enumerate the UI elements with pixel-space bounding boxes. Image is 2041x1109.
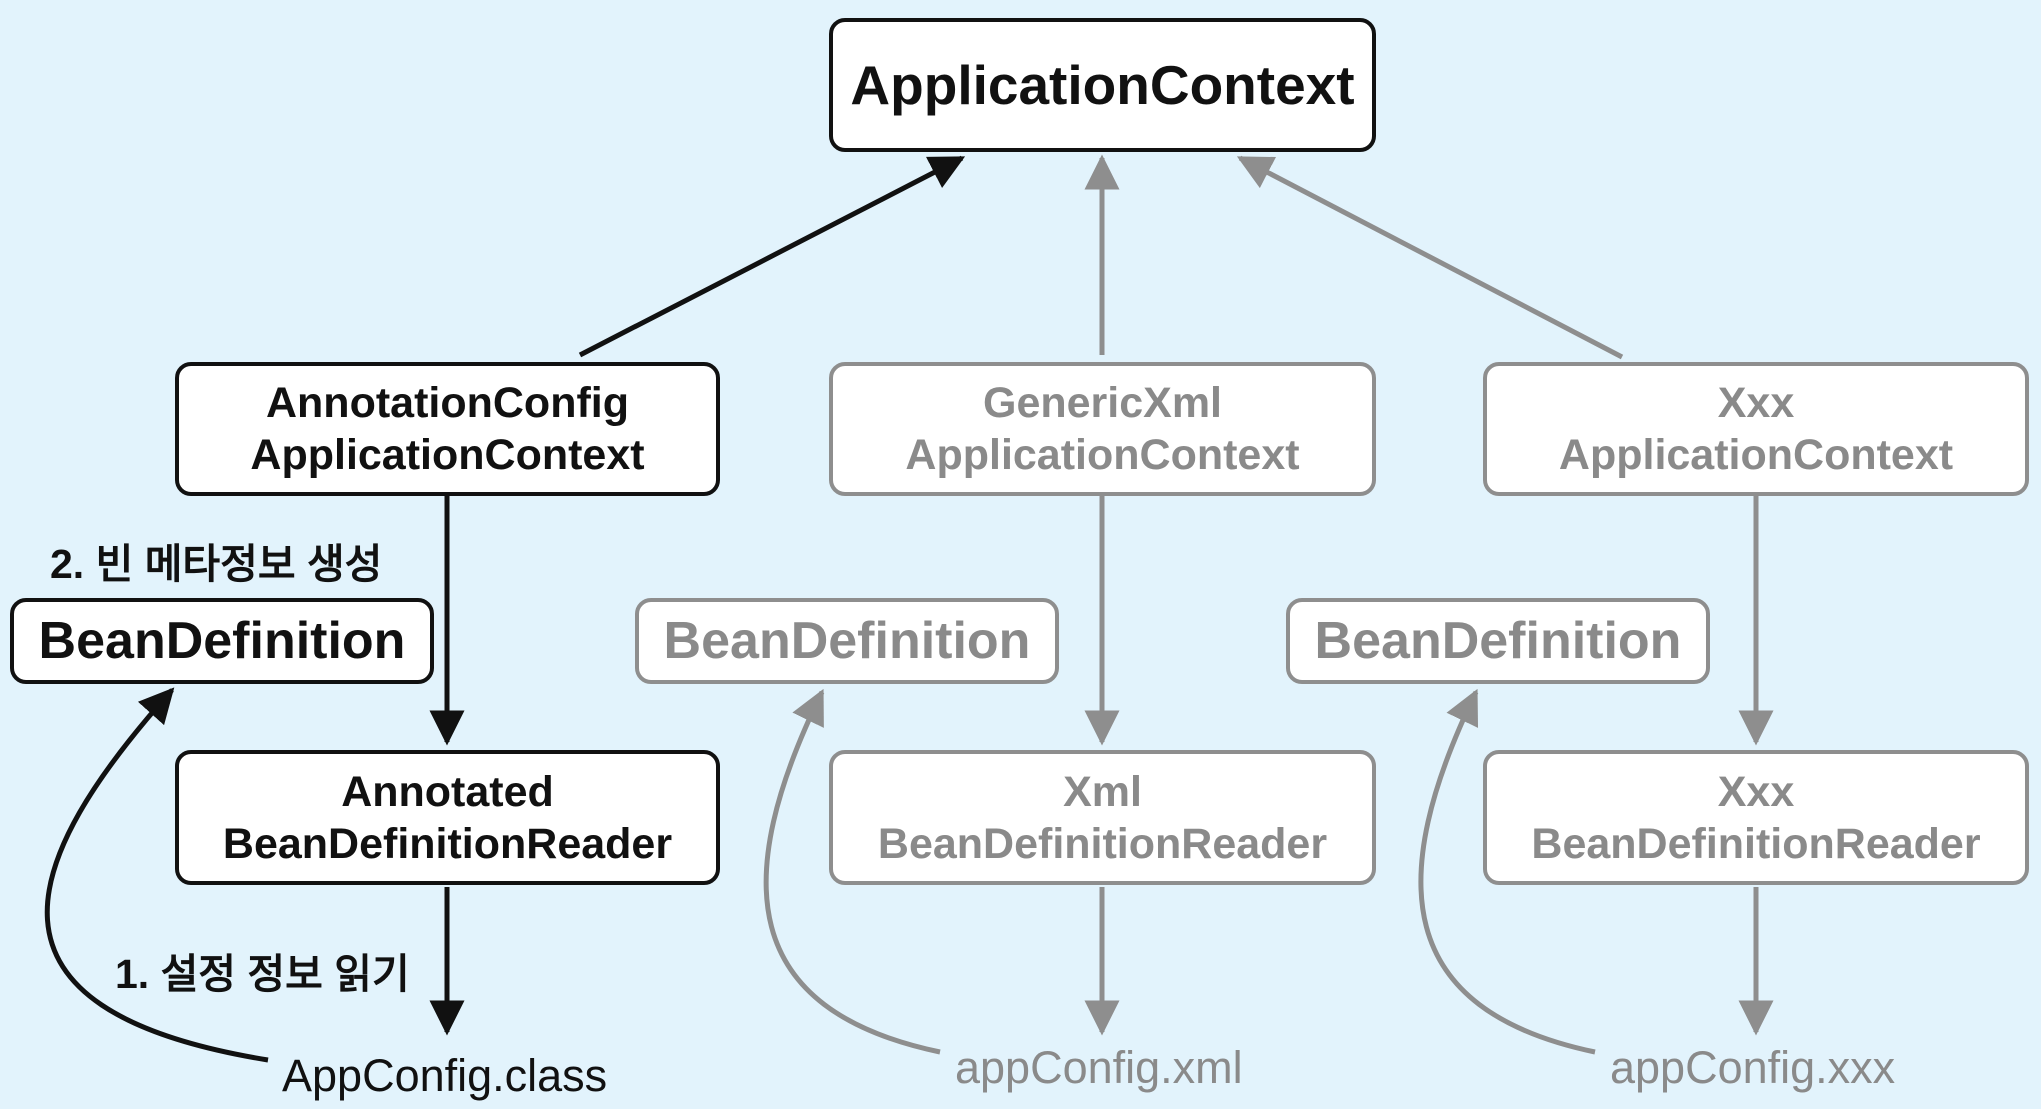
step2-label: 2. 빈 메타정보 생성 bbox=[50, 541, 383, 587]
context-line1: GenericXml bbox=[983, 379, 1222, 427]
bean-definition-box: BeanDefinition bbox=[10, 598, 434, 684]
arrow-xxx-context-to-app-context bbox=[1236, 155, 1624, 360]
config-file-xxx: appConfig.xxx bbox=[1610, 1042, 1896, 1093]
reader-line2: BeanDefinitionReader bbox=[877, 819, 1328, 868]
reader-line2: BeanDefinitionReader bbox=[1531, 819, 1981, 868]
bean-definition-label: BeanDefinition bbox=[38, 612, 406, 670]
xxx-context-box: Xxx ApplicationContext bbox=[1483, 362, 2029, 496]
reader-line1: Annotated bbox=[341, 767, 554, 816]
arrow-config-class-to-bean-definition bbox=[44, 687, 269, 1063]
bean-definition-label: BeanDefinition bbox=[1314, 612, 1682, 670]
context-line2: ApplicationContext bbox=[250, 431, 645, 479]
xxx-reader-box: Xxx BeanDefinitionReader bbox=[1483, 750, 2029, 885]
reader-line1: Xml bbox=[1063, 767, 1142, 816]
bean-definition-label: BeanDefinition bbox=[663, 612, 1031, 670]
config-file-class: AppConfig.class bbox=[282, 1050, 608, 1101]
context-line2: ApplicationContext bbox=[905, 431, 1300, 479]
arrow-config-xxx-to-bean-definition bbox=[1418, 688, 1596, 1055]
annotation-config-context-box: AnnotationConfig ApplicationContext bbox=[175, 362, 720, 496]
xml-reader-box: Xml BeanDefinitionReader bbox=[829, 750, 1376, 885]
bean-definition-box-xxx: BeanDefinition bbox=[1286, 598, 1710, 684]
step1-label: 1. 설정 정보 읽기 bbox=[115, 951, 410, 997]
bean-definition-box-xml: BeanDefinition bbox=[635, 598, 1059, 684]
context-line1: Xxx bbox=[1717, 379, 1795, 427]
generic-xml-context-box: GenericXml ApplicationContext bbox=[829, 362, 1376, 496]
reader-line2: BeanDefinitionReader bbox=[222, 819, 673, 868]
reader-line1: Xxx bbox=[1717, 767, 1795, 816]
arrow-annotation-context-to-app-context bbox=[578, 155, 966, 358]
config-file-xml: appConfig.xml bbox=[955, 1042, 1243, 1093]
context-line1: AnnotationConfig bbox=[265, 379, 629, 427]
context-line2: ApplicationContext bbox=[1558, 431, 1954, 479]
arrow-config-xml-to-bean-definition bbox=[763, 688, 941, 1055]
application-context-box: ApplicationContext bbox=[829, 18, 1376, 152]
annotated-reader-box: Annotated BeanDefinitionReader bbox=[175, 750, 720, 885]
application-context-title: ApplicationContext bbox=[850, 54, 1355, 116]
